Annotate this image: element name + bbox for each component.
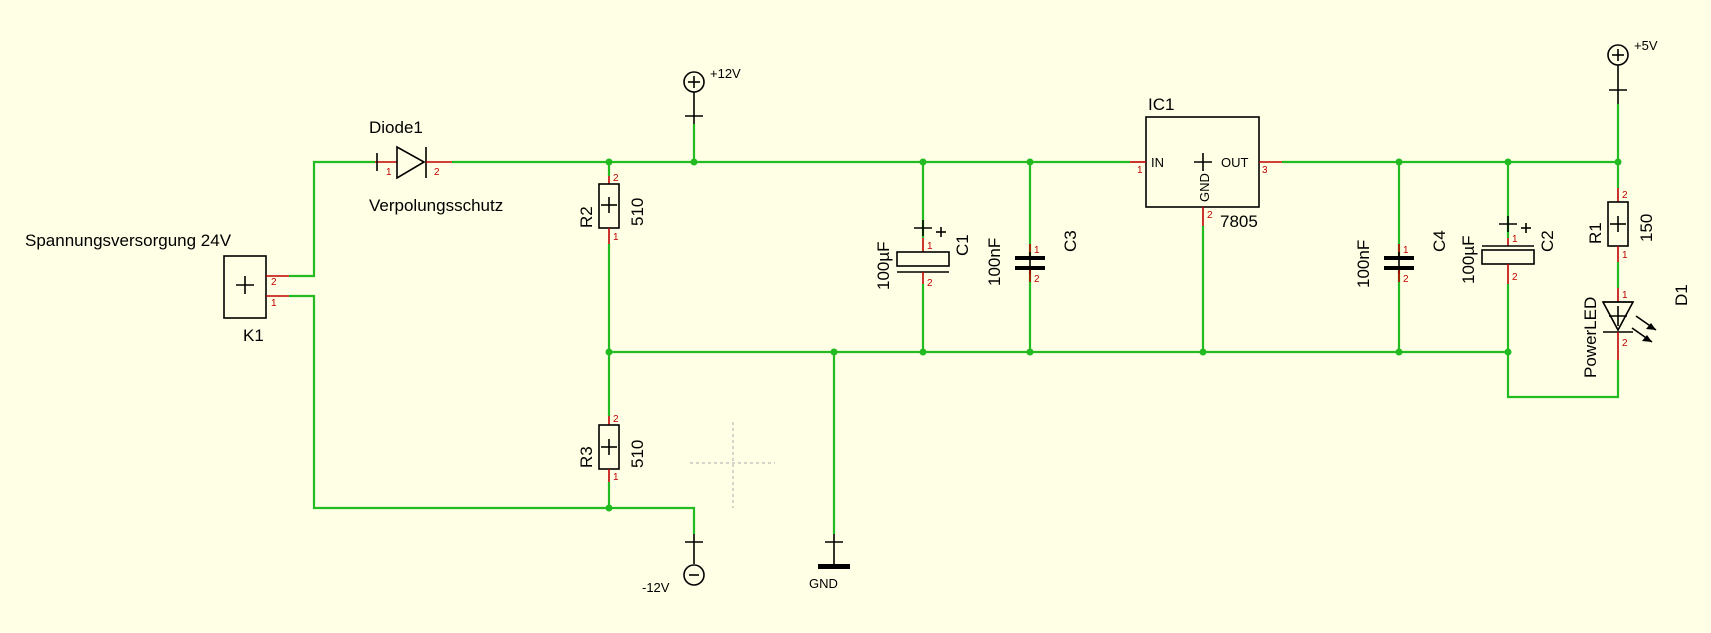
- connector-k1-body: [223, 255, 267, 319]
- diode-pin2-number: 2: [434, 167, 440, 178]
- junction-dot: [830, 348, 838, 356]
- supply-plus-5v[interactable]: +5V: [1607, 38, 1658, 104]
- capacitor-c4-pin2-number: 2: [1403, 274, 1409, 285]
- supply-plus-12v-label: +12V: [710, 66, 741, 81]
- resistor-r3-pin1-number: 1: [613, 472, 619, 483]
- regulator-ic1-pin1-number: 1: [1137, 165, 1143, 176]
- regulator-ic1-type: 7805: [1220, 212, 1258, 231]
- resistor-r3-name: R3: [577, 446, 596, 468]
- capacitor-c2-pin1-number: 1: [1512, 234, 1518, 245]
- junction-dot: [605, 348, 613, 356]
- regulator-ic1-pin3-number: 3: [1262, 165, 1268, 176]
- regulator-ic1-pin2-number: 2: [1207, 210, 1213, 221]
- ground-bar-icon: [818, 564, 850, 569]
- resistor-r1-pin1-number: 1: [1622, 250, 1628, 261]
- capacitor-c1-name: C1: [953, 234, 972, 256]
- junction-dot: [1395, 158, 1403, 166]
- resistor-r2-name: R2: [577, 206, 596, 228]
- led-d1-pin1-number: 1: [1622, 290, 1628, 301]
- capacitor-c4[interactable]: 1 2 100nF C4: [1354, 230, 1449, 288]
- capacitor-c1-value: 100µF: [874, 241, 893, 290]
- resistor-r2-pin1-number: 1: [613, 232, 619, 243]
- wire-k1-pin1[interactable]: [289, 294, 696, 534]
- connector-k1-name: K1: [243, 326, 264, 345]
- regulator-ic1-name: IC1: [1148, 95, 1174, 114]
- junction-dot: [1026, 158, 1034, 166]
- resistor-r1-pin2-number: 2: [1622, 190, 1628, 201]
- junction-dot: [605, 504, 613, 512]
- wire-k1-pin2[interactable]: [289, 160, 375, 278]
- diode-diode1[interactable]: 1 2 Diode1 Verpolungsschutz: [369, 118, 503, 215]
- supply-plus-12v[interactable]: +12V: [683, 66, 741, 124]
- capacitor-c3[interactable]: 1 2 100nF C3: [985, 230, 1080, 286]
- ground-gnd[interactable]: GND: [809, 534, 850, 591]
- diode-name: Diode1: [369, 118, 423, 137]
- capacitor-c3-pin2-number: 2: [1034, 274, 1040, 285]
- light-arrow-icon: [1646, 323, 1656, 330]
- capacitor-c3-name: C3: [1061, 230, 1080, 252]
- connector-k1[interactable]: 2 1 Spannungsversorgung 24V K1: [25, 231, 289, 345]
- supply-minus-12v-label: -12V: [642, 580, 670, 595]
- ground-label: GND: [809, 576, 838, 591]
- capacitor-c4-value: 100nF: [1354, 240, 1373, 288]
- diode-pin1-number: 1: [386, 167, 392, 178]
- capacitor-c1-body: [896, 251, 950, 267]
- junction-dot: [1395, 348, 1403, 356]
- junction-dot: [1504, 348, 1512, 356]
- minus-circle-icon: [683, 564, 705, 586]
- led-d1-value: PowerLED: [1581, 297, 1600, 378]
- led-d1-name: D1: [1672, 284, 1691, 306]
- resistor-r3-value: 510: [628, 440, 647, 468]
- resistor-r2[interactable]: 2 1 R2 510: [577, 173, 647, 244]
- capacitor-c2-body: [1481, 249, 1535, 265]
- regulator-ic1-in-label: IN: [1151, 155, 1164, 170]
- diode-triangle-icon: [396, 145, 426, 180]
- junction-dot: [919, 158, 927, 166]
- capacitor-c1[interactable]: 1 2 100µF C1: [874, 220, 972, 290]
- led-d1[interactable]: 1 2 PowerLED D1: [1581, 284, 1691, 378]
- connector-k1-pin2-number: 2: [271, 277, 277, 288]
- junction-dot: [1199, 348, 1207, 356]
- supply-plus-5v-label: +5V: [1634, 38, 1658, 53]
- capacitor-c4-pin1-number: 1: [1403, 245, 1409, 256]
- led-d1-pin2-number: 2: [1622, 338, 1628, 349]
- diode-description: Verpolungsschutz: [369, 196, 503, 215]
- connector-k1-pin1-number: 1: [271, 298, 277, 309]
- capacitor-c3-pin1-number: 1: [1034, 245, 1040, 256]
- wire-d1-return[interactable]: [1506, 352, 1620, 399]
- capacitor-c1-pin1-number: 1: [927, 241, 933, 252]
- capacitor-c2-pin2-number: 2: [1512, 272, 1518, 283]
- junction-dot: [1026, 348, 1034, 356]
- junction-dot: [1504, 158, 1512, 166]
- resistor-r1-value: 150: [1637, 214, 1656, 242]
- capacitor-c1-pin2-number: 2: [927, 278, 933, 289]
- wires: [289, 104, 1620, 534]
- cursor-crosshair: [690, 422, 775, 508]
- resistor-r3[interactable]: 2 1 R3 510: [577, 414, 647, 483]
- regulator-ic1-gnd-label: GND: [1197, 173, 1212, 202]
- junction-dot: [690, 158, 698, 166]
- regulator-ic1-out-label: OUT: [1221, 155, 1249, 170]
- junction-dot: [605, 158, 613, 166]
- capacitor-c2-name: C2: [1538, 230, 1557, 252]
- junctions: [605, 158, 1622, 512]
- capacitor-c4-name: C4: [1430, 230, 1449, 252]
- resistor-r1-name: R1: [1586, 222, 1605, 244]
- resistor-r1[interactable]: 2 1 R1 150: [1586, 162, 1656, 262]
- resistor-r2-value: 510: [628, 198, 647, 226]
- connector-k1-description: Spannungsversorgung 24V: [25, 231, 232, 250]
- capacitor-c2-value: 100µF: [1459, 235, 1478, 284]
- resistor-r2-pin2-number: 2: [613, 173, 619, 184]
- capacitor-c3-value: 100nF: [985, 238, 1004, 286]
- light-arrow-icon: [1642, 335, 1652, 342]
- junction-dot: [919, 348, 927, 356]
- regulator-ic1[interactable]: IN OUT GND 1 3 2 IC1 7805: [1130, 95, 1282, 231]
- resistor-r3-pin2-number: 2: [613, 414, 619, 425]
- capacitor-c2[interactable]: 1 2 100µF C2: [1459, 216, 1557, 284]
- supply-minus-12v[interactable]: -12V: [642, 534, 705, 595]
